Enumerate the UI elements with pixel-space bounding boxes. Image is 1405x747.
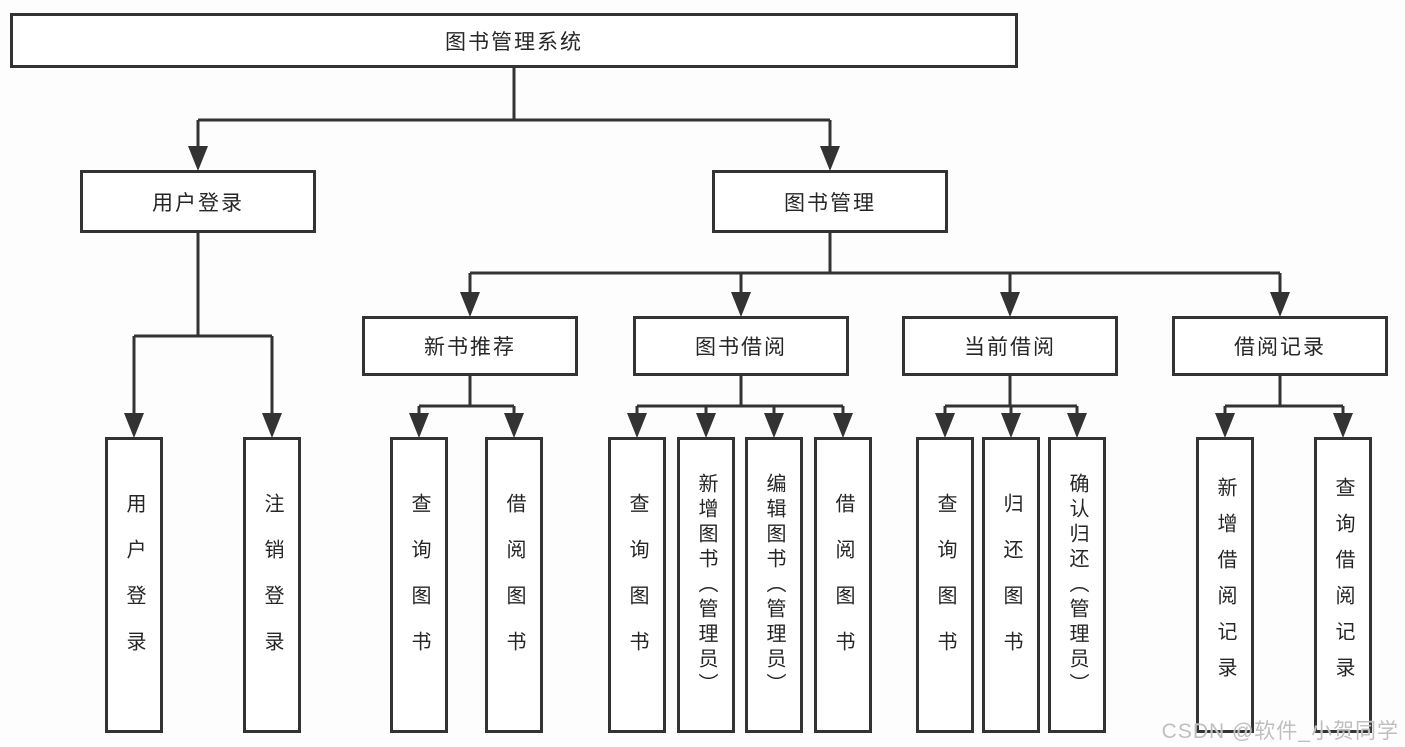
node-borrow-records: 借阅记录 xyxy=(1172,316,1388,376)
leaf-borrow-book: 借阅图书 xyxy=(814,437,872,733)
leaf-query-book-borrow: 查询图书 xyxy=(608,437,666,733)
leaf-add-book-admin: 新增图书（管理员） xyxy=(677,437,735,733)
connector-user-login xyxy=(132,233,274,428)
node-user-login: 用户登录 xyxy=(80,170,316,233)
node-root-library-system: 图书管理系统 xyxy=(10,13,1018,68)
leaf-query-book-current: 查询图书 xyxy=(916,437,974,733)
connector-new-book xyxy=(417,376,516,428)
node-book-borrow: 图书借阅 xyxy=(633,316,849,376)
leaf-logout: 注销登录 xyxy=(243,437,301,733)
node-new-book-recommend: 新书推荐 xyxy=(362,316,578,376)
leaf-query-borrow-record: 查询借阅记录 xyxy=(1314,437,1372,733)
connector-book-borrow xyxy=(635,376,845,428)
connector-root xyxy=(196,68,832,160)
leaf-user-login: 用户登录 xyxy=(105,437,163,733)
arrowheads xyxy=(124,146,1353,438)
leaf-borrow-book-recommend: 借阅图书 xyxy=(485,437,543,733)
node-book-management: 图书管理 xyxy=(712,170,948,233)
leaf-edit-book-admin: 编辑图书（管理员） xyxy=(745,437,803,733)
node-current-borrow: 当前借阅 xyxy=(902,316,1118,376)
csdn-watermark: CSDN @软件_小贺同学 xyxy=(1161,720,1399,743)
connector-borrow-records xyxy=(1223,376,1345,428)
leaf-query-book-recommend: 查询图书 xyxy=(390,437,448,733)
leaf-add-borrow-record: 新增借阅记录 xyxy=(1196,437,1254,733)
connector-book-mgmt xyxy=(468,233,1282,306)
leaf-return-book: 归还图书 xyxy=(982,437,1040,733)
leaf-confirm-return-admin: 确认归还（管理员） xyxy=(1048,437,1106,733)
